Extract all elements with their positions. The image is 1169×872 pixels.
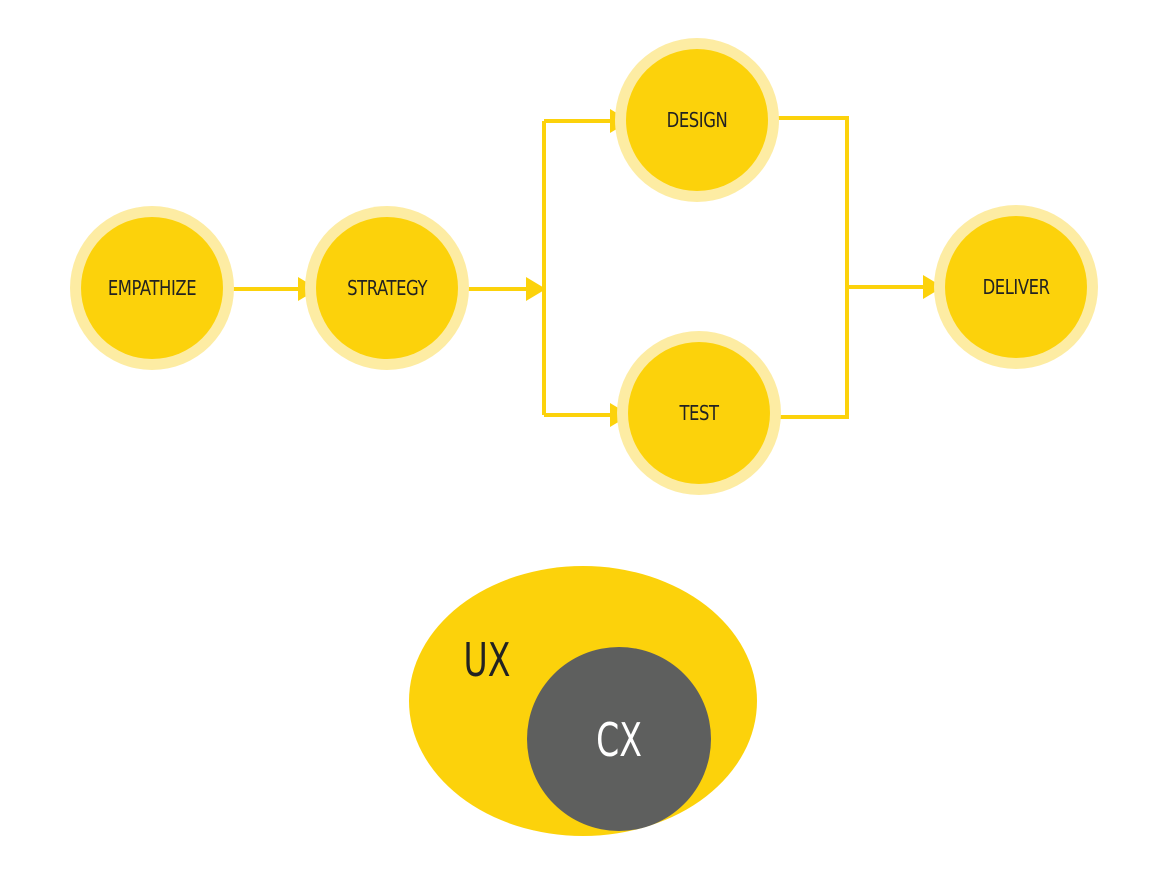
connector-design-merge <box>770 116 849 419</box>
connectors <box>222 116 925 419</box>
node-strategy-label: STRATEGY <box>347 278 428 301</box>
node-deliver-circle <box>945 216 1087 358</box>
node-test-label: TEST <box>679 403 720 426</box>
node-deliver: DELIVER <box>934 205 1098 369</box>
arrowhead-to-branch <box>526 277 546 301</box>
node-test-circle <box>628 342 770 484</box>
node-strategy-circle <box>316 217 458 359</box>
node-empathize-circle <box>81 217 223 359</box>
venn-inner-circle <box>527 647 711 831</box>
node-design-label: DESIGN <box>667 110 728 133</box>
node-design-circle <box>626 49 768 191</box>
venn-ux-cx: UX CX <box>409 566 757 836</box>
venn-outer-label: UX <box>464 635 511 688</box>
venn-inner-label: CX <box>596 715 642 768</box>
node-design: DESIGN <box>615 38 779 202</box>
node-deliver-label: DELIVER <box>983 277 1051 300</box>
arrowhead-to-deliver <box>923 275 943 299</box>
node-empathize-label: EMPATHIZE <box>108 278 196 301</box>
node-test: TEST <box>617 331 781 495</box>
node-empathize: EMPATHIZE <box>70 206 234 370</box>
node-strategy: STRATEGY <box>305 206 469 370</box>
